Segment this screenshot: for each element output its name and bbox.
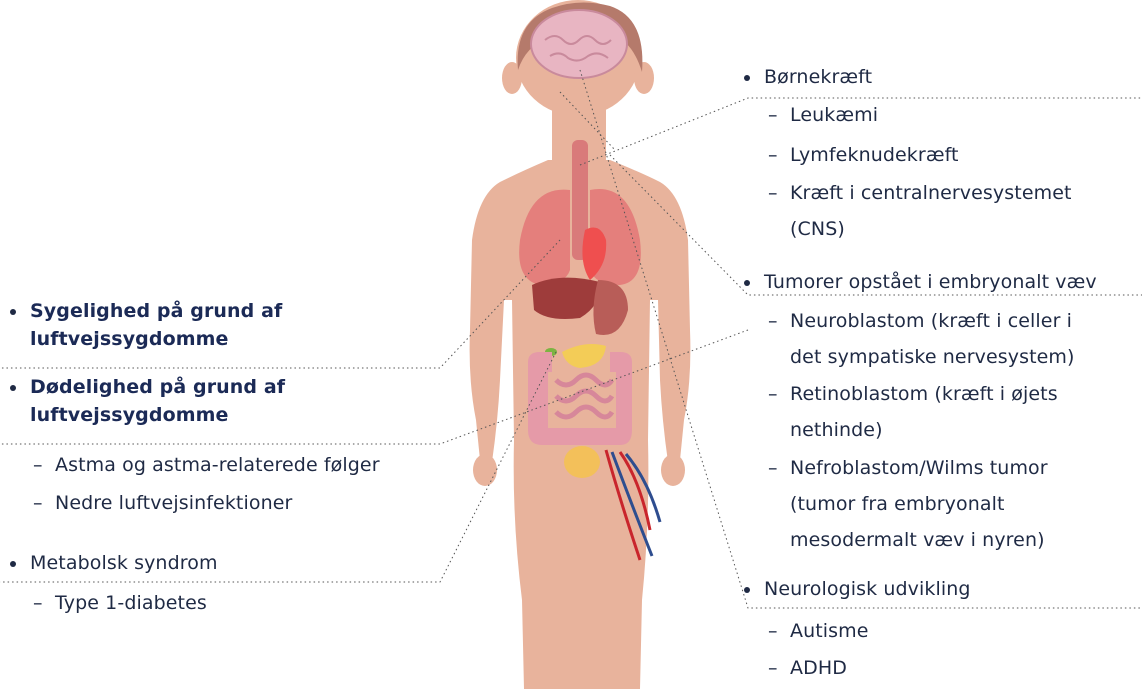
sub-item-neuroblastoma: Neuroblastom (kræft i celler i det sympa… [790, 309, 1075, 369]
label-line: (CNS) [790, 217, 1072, 241]
label-line: mesodermalt væv i nyren) [790, 528, 1048, 552]
sub-item-autism: Autisme [790, 619, 869, 643]
sub-item-adhd: ADHD [790, 656, 847, 680]
label-line: nethinde) [790, 418, 1058, 442]
bladder [564, 446, 600, 478]
sub-item-cns-cancer: Kræft i centralnervesystemet (CNS) [790, 181, 1072, 241]
label-line: (tumor fra embryonalt [790, 492, 1048, 516]
sub-item-type1-diabetes: Type 1-diabetes [55, 591, 207, 615]
sub-item-retinoblastoma: Retinoblastom (kræft i øjets nethinde) [790, 382, 1058, 442]
body-silhouette [470, 0, 691, 689]
label-line: Neuroblastom (kræft i celler i [790, 309, 1075, 333]
label-embryonal-tumors: Tumorer opstået i embryonalt væv [764, 270, 1097, 294]
label-line: Dødelighed på grund af [30, 375, 285, 399]
label-line: luftvejssygdomme [30, 403, 285, 427]
label-metabolic-syndrome: Metabolsk syndrom [30, 551, 218, 575]
sub-item-nephroblastoma: Nefroblastom/Wilms tumor (tumor fra embr… [790, 456, 1048, 552]
sub-item-lymphoma: Lymfeknudekræft [790, 143, 959, 167]
label-line: Retinoblastom (kræft i øjets [790, 382, 1058, 406]
label-line: Sygelighed på grund af [30, 299, 282, 323]
label-line: Kræft i centralnervesystemet [790, 181, 1072, 205]
label-neurological-development: Neurologisk udvikling [764, 577, 971, 601]
label-respiratory-morbidity: Sygelighed på grund af luftvejssygdomme [30, 299, 282, 351]
sub-item-leukemia: Leukæmi [790, 103, 878, 127]
label-line: Nefroblastom/Wilms tumor [790, 456, 1048, 480]
sub-item-asthma: Astma og astma-relaterede følger [55, 453, 380, 477]
sub-item-lower-respiratory: Nedre luftvejsinfektioner [55, 491, 292, 515]
label-childhood-cancer: Børnekræft [764, 65, 872, 89]
label-line: det sympatiske nervesystem) [790, 345, 1075, 369]
brain [531, 10, 627, 78]
label-respiratory-mortality: Dødelighed på grund af luftvejssygdomme [30, 375, 285, 427]
label-line: luftvejssygdomme [30, 327, 282, 351]
